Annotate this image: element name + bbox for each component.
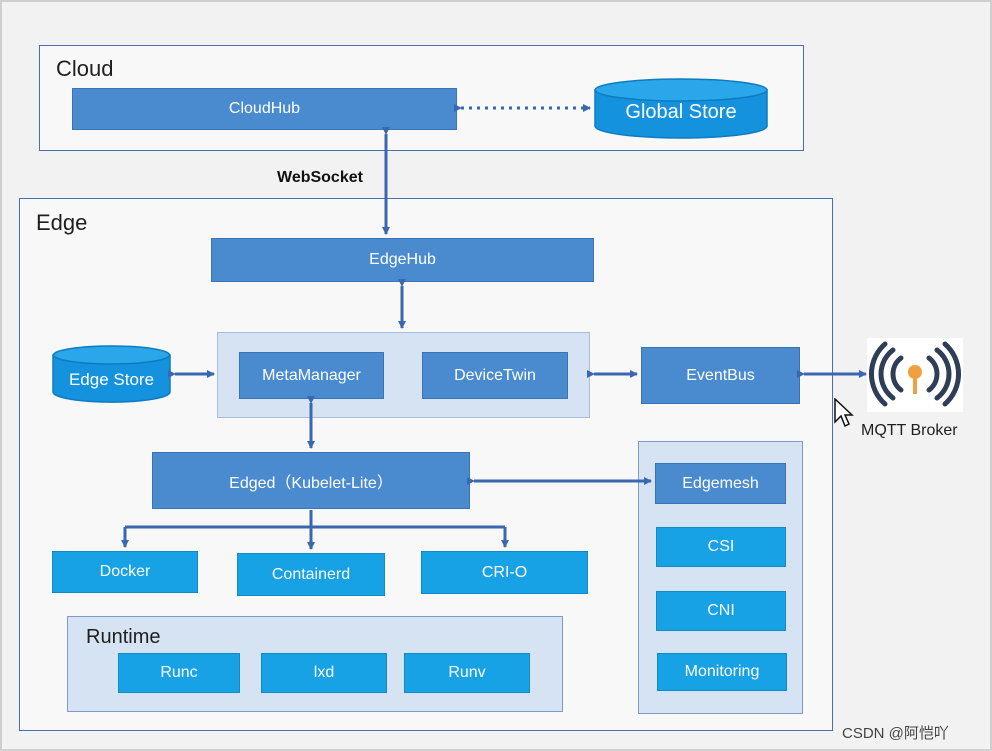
cni-box: CNI [656,591,786,631]
metamanager-box: MetaManager [239,352,384,399]
edgehub-box: EdgeHub [211,238,594,282]
global-store-db: Global Store [594,78,768,140]
edge-store-label: Edge Store [68,370,155,389]
mqtt-broker [867,338,963,412]
csi-box: CSI [656,527,786,567]
runv-box: Runv [404,653,530,693]
runtime-title: Runtime [86,626,161,648]
watermark: CSDN @阿恺吖 [842,725,949,742]
devicetwin-box: DeviceTwin [422,352,568,399]
cursor-arrow-icon [834,397,854,428]
mqtt-antenna-icon [869,341,961,407]
containerd-box: Containerd [237,553,385,596]
edgemesh-box: Edgemesh [655,463,786,504]
cloud-title: Cloud [56,56,114,81]
edged-box: Edged（Kubelet-Lite） [152,452,470,509]
edge-store-db: Edge Store [52,345,171,403]
mouse-cursor [834,397,854,428]
runc-box: Runc [118,653,240,693]
eventbus-box: EventBus [641,347,800,404]
global-store-cylinder-icon [594,78,768,139]
lxd-box: lxd [261,653,387,693]
edge-store-cylinder-icon [52,345,171,403]
docker-box: Docker [52,551,198,593]
crio-box: CRI-O [421,551,588,594]
edge-title: Edge [36,210,88,235]
websocket-label: WebSocket [277,169,363,186]
mqtt-broker-label: MQTT Broker [861,422,958,439]
global-store-label: Global Store [625,101,737,123]
cloudhub-box: CloudHub [72,88,457,130]
monitoring-box: Monitoring [657,653,787,691]
